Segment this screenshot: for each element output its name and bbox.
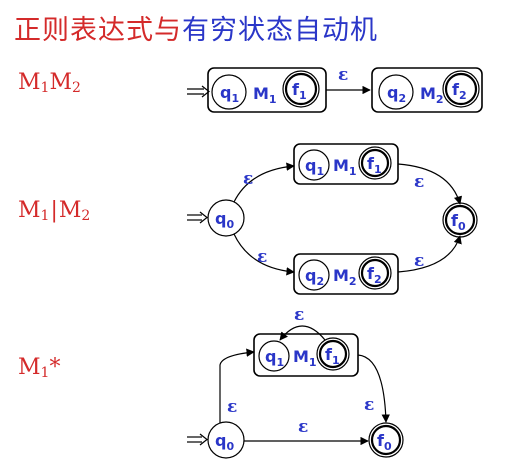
svg-text:M2: M2	[420, 84, 444, 106]
state-q0-union	[207, 199, 245, 237]
svg-text:ε: ε	[257, 247, 267, 267]
svg-text:f0: f0	[377, 431, 392, 453]
concat-section: q1 M1 f1 ε q2 M2 f2	[187, 65, 483, 113]
svg-text:ε: ε	[364, 395, 374, 415]
epsilon-edge-lower-in	[233, 233, 295, 276]
state-q1	[211, 74, 247, 110]
svg-text:ε: ε	[243, 169, 253, 189]
epsilon-edge-upper-in	[233, 162, 295, 203]
epsilon-edge-star-in	[219, 348, 255, 423]
label-union: M1|M2	[18, 198, 91, 224]
svg-text:q0: q0	[215, 209, 234, 231]
svg-text:q1: q1	[305, 156, 324, 178]
epsilon-edge-upper-out	[397, 163, 463, 205]
svg-text:ε: ε	[414, 251, 424, 271]
svg-text:f1: f1	[367, 154, 382, 176]
start-arrow-union	[187, 211, 208, 224]
label-star: M1*	[18, 355, 61, 381]
state-q2	[378, 74, 414, 110]
svg-text:f2: f2	[452, 80, 467, 102]
start-arrow-concat	[187, 85, 210, 98]
state-f0-star	[370, 424, 402, 456]
page-title: 正则表达式与有穷状态自动机	[14, 8, 378, 47]
label-concat: M1M2	[18, 70, 81, 96]
svg-text:q1: q1	[265, 347, 284, 369]
svg-text:M1: M1	[333, 156, 357, 178]
svg-text:f0: f0	[451, 211, 466, 233]
svg-text:f2: f2	[367, 264, 382, 286]
svg-text:ε: ε	[227, 397, 237, 417]
state-q0-star	[207, 421, 245, 459]
m2-box	[371, 67, 483, 113]
svg-text:M2: M2	[333, 266, 357, 288]
epsilon-edge-star-out	[357, 354, 390, 423]
m2-box-union	[293, 253, 399, 295]
state-f0-star-outer	[368, 422, 404, 458]
state-f0-union-outer	[442, 202, 478, 238]
epsilon-label: ε	[338, 65, 348, 85]
union-section: q0 ε q1 M1 f1 ε ε q2 M2 f2 ε f0	[187, 143, 478, 295]
state-f2	[444, 72, 478, 106]
svg-text:q1: q1	[220, 83, 239, 105]
state-f1	[284, 72, 318, 106]
svg-text:q2: q2	[305, 266, 324, 288]
state-f1-outer	[282, 70, 320, 108]
svg-text:ε: ε	[298, 417, 308, 437]
epsilon-edge-lower-out	[397, 235, 462, 273]
svg-text:ε: ε	[294, 305, 304, 325]
title-part-1: 正则表达式与	[14, 15, 182, 46]
star-section: q0 ε q1 M1 f1 ε ε ε f0	[187, 305, 404, 459]
start-arrow-star	[187, 433, 208, 446]
svg-text:f1: f1	[292, 80, 307, 102]
svg-text:f1: f1	[325, 345, 340, 367]
svg-text:q0: q0	[215, 431, 234, 453]
state-f0-union	[444, 204, 476, 236]
title-part-2: 有穷状态自动机	[182, 15, 378, 46]
svg-text:M1: M1	[253, 84, 277, 106]
svg-text:M1: M1	[293, 347, 317, 369]
state-f2-outer	[442, 70, 480, 108]
epsilon-loop-back	[279, 325, 326, 341]
svg-text:q2: q2	[387, 83, 406, 105]
svg-text:ε: ε	[414, 172, 424, 192]
